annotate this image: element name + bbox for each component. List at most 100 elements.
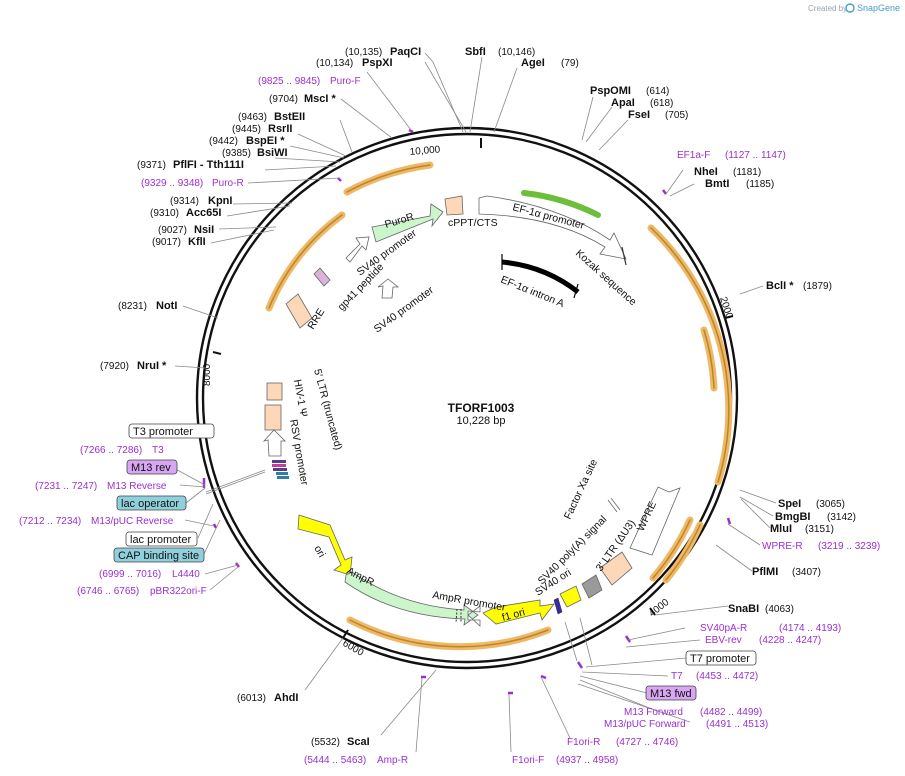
primer-t7: T7 xyxy=(671,671,683,682)
enzyme-pos-mlui: (3151) xyxy=(805,524,834,535)
primer-range-pbr322ori-f: (6746 .. 6765) xyxy=(77,586,139,597)
enzyme-bspei: BspEI * xyxy=(246,135,285,147)
enzyme-paqci: PaqCI xyxy=(390,46,421,58)
enzyme-pos-kpni: (9314) xyxy=(170,196,199,207)
enzyme-nrui: NruI * xyxy=(137,360,167,372)
ltr3-box xyxy=(599,551,633,586)
enzyme-agei: AgeI xyxy=(521,57,545,69)
plasmid-name: TFORF1003 xyxy=(448,401,515,415)
enzyme-pos-pflmi: (3407) xyxy=(792,567,821,578)
primer-ebv-rev: EBV-rev xyxy=(705,635,742,646)
enzyme-pos-bmgbi: (3142) xyxy=(827,512,856,523)
t3-promoter-box xyxy=(128,423,215,439)
primer-ef1a-f: EF1a-F xyxy=(677,150,710,161)
ltr3-grey-box xyxy=(581,574,603,599)
enzyme-pos-ahdi: (6013) xyxy=(237,693,266,704)
m13-rev-label: M13 rev xyxy=(131,462,171,474)
m13-fwd-label: M13 fwd xyxy=(650,688,692,700)
boxed-labels: T3 promoter M13 rev lac operator lac pro… xyxy=(113,423,757,701)
enzyme-msci: MscI * xyxy=(304,93,337,105)
ampr-arrow xyxy=(344,571,479,626)
enzyme-pos-bcli: (1879) xyxy=(803,281,832,292)
enzyme-kpni: KpnI xyxy=(208,195,232,207)
enzyme-pos-acc65i: (9310) xyxy=(150,208,179,219)
wpre-arrow xyxy=(629,486,681,556)
primer-range-amp-r: (5444 .. 5463) xyxy=(304,755,366,766)
enzyme-bmti: BmtI xyxy=(705,178,729,190)
enzyme-snabi: SnaBI xyxy=(728,603,759,615)
lac-stripe-4 xyxy=(276,472,288,475)
enzyme-pos-bsiwi: (9385) xyxy=(222,148,251,159)
primer-range-l4440: (6999 .. 7016) xyxy=(99,569,161,580)
enzyme-bmgbi: BmgBI xyxy=(775,511,810,523)
primer-m13-puc-reverse: M13/pUC Reverse xyxy=(91,516,174,527)
lac-stripe-1 xyxy=(272,460,286,463)
rsv-label: RSV promoter xyxy=(287,418,310,486)
tick-label-8000: 8000 xyxy=(202,363,213,386)
enzyme-pos-bspei: (9442) xyxy=(209,136,238,147)
enzyme-pos-nrui: (7920) xyxy=(100,361,129,372)
sv40-promoter-arrow-1 xyxy=(345,236,370,263)
enzyme-pos-pspomi: (614) xyxy=(646,86,669,97)
enzyme-nsii: NsiI xyxy=(194,224,214,236)
lac-operator-label: lac operator xyxy=(121,498,179,510)
enzyme-bsiwi: BsiWI xyxy=(257,147,288,159)
backbone-ticks xyxy=(212,138,734,639)
enzyme-pos-bsteii: (9463) xyxy=(238,112,267,123)
factor-xa-label: Factor Xa site xyxy=(562,457,600,521)
primer-m13-reverse: M13 Reverse xyxy=(107,481,167,492)
t3-promoter-label: T3 promoter xyxy=(133,426,193,438)
ampr-promoter-arrow xyxy=(467,605,481,627)
enzyme-pos-scai: (5532) xyxy=(311,737,340,748)
enzyme-ahdi: AhdI xyxy=(274,692,298,704)
snapgene-logo-icon xyxy=(845,3,855,13)
orf-arc-green xyxy=(521,190,601,218)
primer-markers xyxy=(202,128,732,695)
primer-range-puro-f: (9825 .. 9845) xyxy=(258,76,320,87)
enzyme-labels: (10,135) PaqCI SbfI (10,146) (10,134) Ps… xyxy=(100,46,856,748)
primer-range-puro-r: (9329 .. 9348) xyxy=(141,178,203,189)
primer-puro-r: Puro-R xyxy=(212,178,244,189)
enzyme-pspxi: PspXI xyxy=(362,57,393,69)
m13-fwd-box xyxy=(645,685,697,701)
rsv-promoter-arrow xyxy=(262,429,286,457)
lac-stripe-5 xyxy=(277,476,289,479)
enzyme-pos-fsei: (705) xyxy=(665,110,688,121)
tick-label-10000: 10,000 xyxy=(409,144,441,158)
primer-pbr322ori-f: pBR322ori-F xyxy=(150,586,207,597)
sv40-promoter-arrow-2 xyxy=(377,278,400,299)
enzyme-pos-sbfi: (10,146) xyxy=(498,47,535,58)
enzyme-bcli: BclI * xyxy=(766,280,794,292)
primer-m13-puc-forward: M13/pUC Forward xyxy=(604,719,686,730)
cppt-label: cPPT/CTS xyxy=(448,217,498,229)
enzyme-pos-snabi: (4063) xyxy=(765,604,794,615)
enzyme-pos-kfli: (9017) xyxy=(152,237,181,248)
ori-arrow xyxy=(297,514,353,576)
enzyme-pflmi: PflMI xyxy=(752,566,778,578)
enzyme-bsteii: BstEII xyxy=(274,111,305,123)
primer-range-t3: (7266 .. 7286) xyxy=(80,445,142,456)
orf-arcs xyxy=(265,161,733,651)
enzyme-pos-spei: (3065) xyxy=(816,499,845,510)
tick-label-2000: 2000 xyxy=(717,296,734,321)
enzyme-pos-nhei: (1181) xyxy=(733,167,761,178)
inner-features xyxy=(262,195,681,627)
enzyme-pos-nsii: (9027) xyxy=(158,225,187,236)
enzyme-pos-pflfi: (9371) xyxy=(137,160,166,171)
enzyme-pspomi: PspOMI xyxy=(590,85,631,97)
primer-range-f1ori-f: (4937 .. 4958) xyxy=(556,755,618,766)
primer-range-sv40pa-r: (4174 .. 4193) xyxy=(779,623,841,634)
enzyme-mlui: MluI xyxy=(770,523,792,535)
cap-site-label: CAP binding site xyxy=(118,550,199,562)
lac-promoter-box xyxy=(125,531,198,547)
lac-stripe-2 xyxy=(272,464,286,467)
m13-rev-box xyxy=(126,459,178,475)
primer-f1ori-f: F1ori-F xyxy=(512,755,544,766)
primer-range-m13-puc-forward: (4491 .. 4513) xyxy=(706,719,768,730)
primer-range-ebv-rev: (4228 .. 4247) xyxy=(759,635,821,646)
leader-lines xyxy=(169,52,777,753)
primer-puro-f: Puro-F xyxy=(330,76,361,87)
sv40-promoter-2-label: SV40 promoter xyxy=(372,284,437,336)
puror-arrow xyxy=(371,203,444,243)
